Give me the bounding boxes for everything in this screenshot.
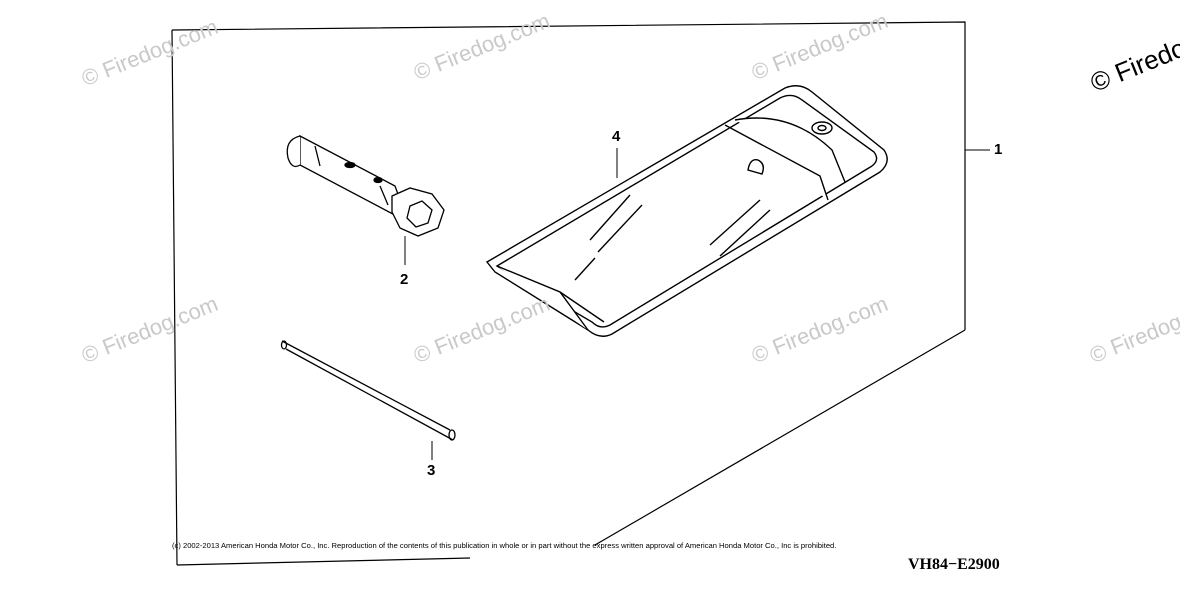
- copyright-notice: (c) 2002-2013 American Honda Motor Co., …: [172, 541, 837, 550]
- callout-part-1: 1: [994, 141, 1003, 158]
- tommy-bar-part: [280, 340, 456, 441]
- callout-part-4: 4: [612, 128, 621, 145]
- diagram-code: VH84−E2900: [908, 556, 1000, 573]
- callout-part-3: 3: [427, 462, 436, 479]
- tool-bag-part: [485, 85, 888, 337]
- socket-wrench-part: [286, 134, 445, 237]
- leader-lines: [404, 148, 990, 460]
- callout-part-2: 2: [400, 271, 409, 288]
- diagram-frame: [171, 21, 966, 566]
